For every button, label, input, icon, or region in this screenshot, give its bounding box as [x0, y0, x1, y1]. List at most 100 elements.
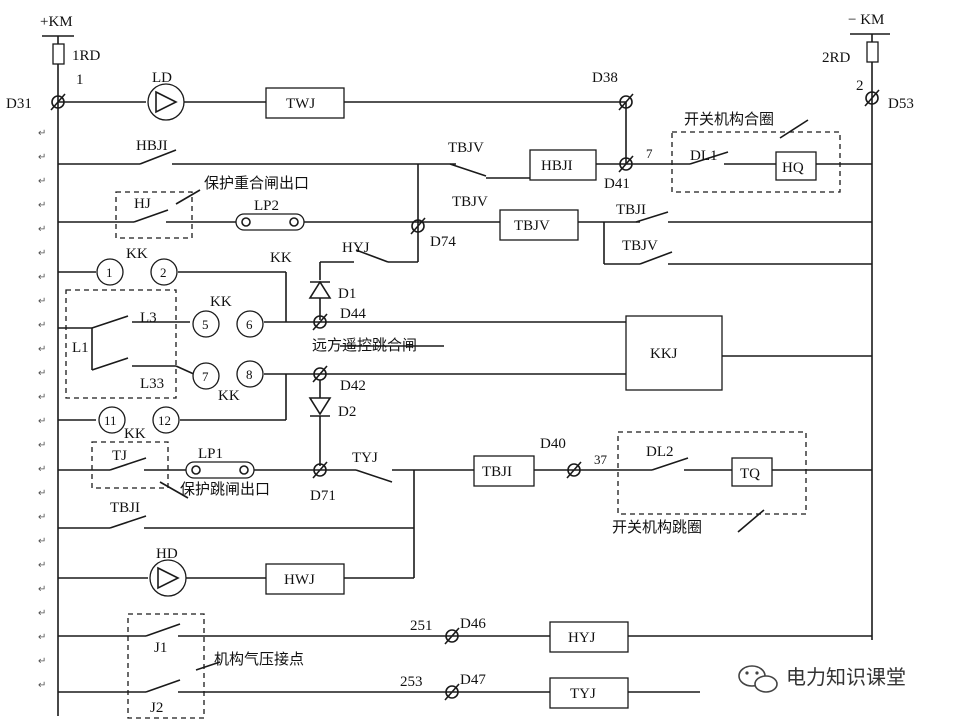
c11-label: 11	[104, 413, 117, 428]
d1-label: D1	[338, 286, 356, 302]
twj-relay	[265, 87, 345, 119]
kk-contact-5	[192, 310, 220, 338]
svg-text:↵: ↵	[38, 440, 46, 451]
svg-text:↵: ↵	[38, 368, 46, 379]
node-253-label: 253	[400, 674, 423, 690]
hq-coil	[775, 151, 817, 181]
tbji-relay	[473, 455, 535, 487]
d47-label: D47	[460, 672, 486, 688]
svg-text:↵: ↵	[38, 488, 46, 499]
lp1-plate	[185, 461, 255, 479]
tbjv-relay-label: TBJV	[514, 218, 550, 234]
node-2-label: 2	[856, 78, 864, 94]
row-twj	[58, 83, 627, 164]
row-tbji-low	[58, 515, 414, 529]
lp1-label: LP1	[198, 446, 223, 462]
svg-text:↵: ↵	[38, 200, 46, 211]
hbji-contact-label: HBJI	[136, 138, 168, 154]
row-reclose	[58, 209, 872, 265]
d31-label: D31	[6, 96, 32, 112]
l1-wiring	[58, 310, 626, 390]
svg-text:↵: ↵	[38, 128, 46, 139]
fuse-2rd	[866, 41, 879, 63]
j1-label: J1	[154, 640, 167, 656]
svg-text:↵: ↵	[38, 224, 46, 235]
negative-rail	[850, 33, 890, 640]
c1-label: 1	[106, 265, 113, 280]
protect-reclose-caption: 保护重合闸出口	[204, 174, 309, 192]
tbjv-contact1-label: TBJV	[448, 140, 484, 156]
svg-text:↵: ↵	[38, 296, 46, 307]
l33-label: L33	[140, 376, 164, 392]
hyj-branch	[308, 249, 418, 320]
tbjv-relay	[499, 209, 579, 241]
d41-label: D41	[604, 176, 630, 192]
kk-contact-1	[96, 258, 124, 286]
lp2-label: LP2	[254, 198, 279, 214]
svg-text:↵: ↵	[38, 656, 46, 667]
kk-top2-label: KK	[270, 250, 292, 266]
close-coil-box	[671, 131, 841, 193]
close-coil-caption: 开关机构合圈	[684, 110, 774, 128]
row-hyj	[58, 621, 872, 653]
svg-text:↵: ↵	[38, 512, 46, 523]
kk-top1-label: KK	[126, 246, 148, 262]
kk-mid-label: KK	[210, 294, 232, 310]
l3-label: L3	[140, 310, 157, 326]
d74-label: D74	[430, 234, 456, 250]
c6-label: 6	[246, 317, 253, 332]
d2-branch	[308, 380, 332, 466]
svg-text:↵: ↵	[38, 536, 46, 547]
kk-contact-6	[236, 310, 264, 338]
positive-rail	[42, 35, 74, 716]
kk-low-label: KK	[218, 388, 240, 404]
row-close-coil	[58, 149, 872, 226]
node-1-label: 1	[76, 72, 84, 88]
kk-contact-11	[98, 406, 126, 434]
svg-text:↵: ↵	[38, 392, 46, 403]
terminal-marks	[50, 89, 880, 111]
d2-label: D2	[338, 404, 356, 420]
dl1-label: DL1	[690, 148, 718, 164]
svg-text:↵: ↵	[38, 272, 46, 283]
d71-label: D71	[310, 488, 336, 504]
d53-label: D53	[888, 96, 914, 112]
ld-label: LD	[152, 70, 172, 86]
j2-label: J2	[150, 700, 163, 716]
neg-bus-label: − KM	[848, 12, 884, 28]
tbji-relay-label: TBJI	[482, 464, 512, 480]
tq-label: TQ	[740, 466, 760, 482]
wechat-icon	[738, 665, 778, 693]
paragraph-marks: ↵↵ ↵↵ ↵↵ ↵↵ ↵↵ ↵↵ ↵↵ ↵↵ ↵↵ ↵↵ ↵↵ ↵↵	[38, 128, 46, 691]
remote-control-caption: 远方遥控跳合闸	[312, 336, 417, 354]
twj-label: TWJ	[286, 96, 315, 112]
svg-text:↵: ↵	[38, 248, 46, 259]
row-trip	[58, 455, 872, 578]
c2-label: 2	[160, 265, 167, 280]
tbji-contact-top-label: TBJI	[616, 202, 646, 218]
svg-text:↵: ↵	[38, 464, 46, 475]
hwj-label: HWJ	[284, 572, 315, 588]
svg-text:↵: ↵	[38, 560, 46, 571]
node-251-label: 251	[410, 618, 433, 634]
node-7-label: 7	[646, 146, 653, 161]
svg-text:↵: ↵	[38, 584, 46, 595]
d38-label: D38	[592, 70, 618, 86]
tbji-contact-low-label: TBJI	[110, 500, 140, 516]
kkj-relay	[625, 315, 723, 391]
kk-contact-12	[152, 406, 180, 434]
dl2-label: DL2	[646, 444, 674, 460]
hd-label: HD	[156, 546, 178, 562]
trip-coil-box	[617, 431, 807, 515]
kk-contact-8	[236, 360, 264, 388]
hj-box	[115, 191, 193, 239]
lp2-plate	[235, 213, 305, 231]
hwj-relay	[265, 563, 345, 595]
hj-label: HJ	[134, 196, 151, 212]
watermark-text: 电力知识课堂	[786, 665, 906, 689]
svg-text:↵: ↵	[38, 632, 46, 643]
fuse-2rd-label: 2RD	[822, 50, 851, 66]
svg-text:↵: ↵	[38, 176, 46, 187]
node-37-label: 37	[594, 452, 608, 467]
